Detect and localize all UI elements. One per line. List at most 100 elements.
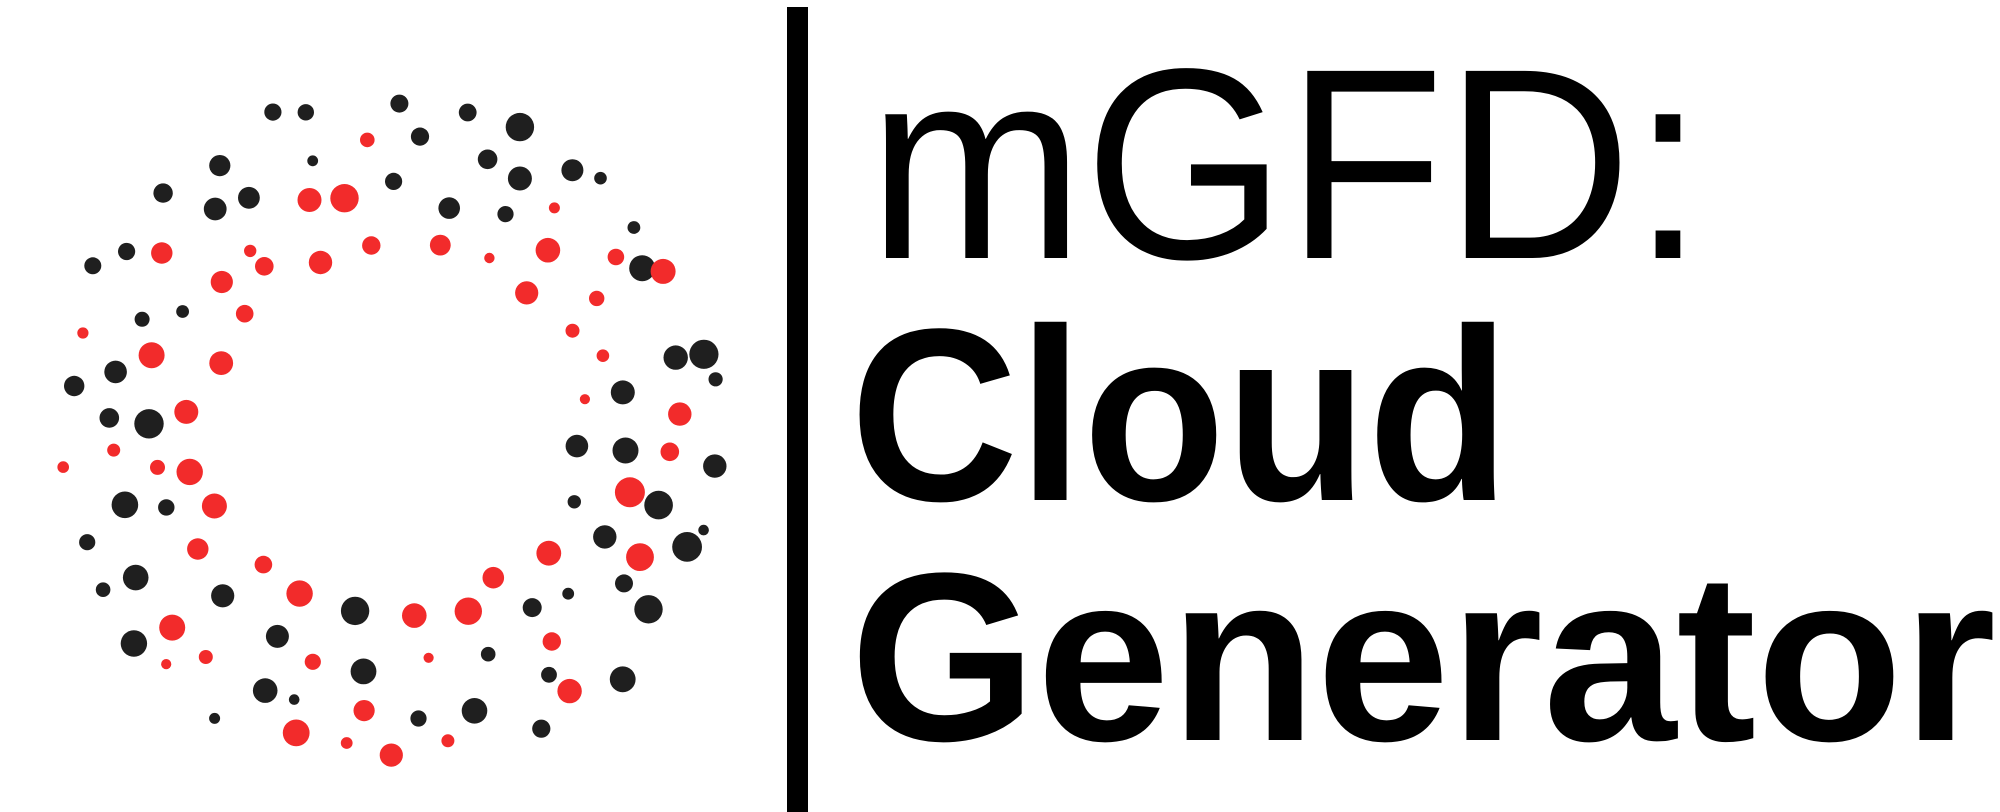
red-dot bbox=[308, 250, 333, 275]
black-dot bbox=[567, 495, 581, 509]
red-dot bbox=[209, 351, 234, 375]
red-dot bbox=[174, 399, 199, 424]
black-dot bbox=[264, 103, 282, 121]
black-dot bbox=[118, 242, 136, 261]
red-dot bbox=[304, 653, 321, 670]
black-dot bbox=[122, 564, 149, 591]
black-dot bbox=[340, 596, 370, 626]
black-dot bbox=[297, 104, 314, 121]
black-dot bbox=[609, 666, 636, 693]
black-dot bbox=[477, 149, 498, 170]
black-dot bbox=[689, 339, 719, 369]
black-dot bbox=[410, 127, 430, 146]
black-dot bbox=[104, 360, 127, 384]
black-dot bbox=[672, 532, 702, 562]
black-dot bbox=[410, 710, 427, 727]
black-dot bbox=[385, 172, 403, 190]
red-dot bbox=[607, 248, 625, 266]
red-dot bbox=[176, 458, 203, 486]
black-dot bbox=[663, 345, 688, 370]
black-dot bbox=[99, 408, 120, 428]
black-dot bbox=[265, 624, 289, 648]
red-dot bbox=[77, 327, 89, 339]
black-dot bbox=[461, 698, 488, 724]
red-dot bbox=[589, 290, 605, 307]
red-dot bbox=[596, 349, 610, 363]
red-dot bbox=[282, 719, 310, 747]
red-dot bbox=[286, 580, 313, 607]
black-dot bbox=[238, 186, 260, 209]
black-dot bbox=[134, 409, 164, 439]
red-dot bbox=[402, 603, 427, 628]
red-dot bbox=[57, 461, 69, 473]
black-dot bbox=[634, 595, 663, 624]
red-dot bbox=[198, 650, 213, 664]
red-dot bbox=[353, 700, 375, 722]
red-dot bbox=[515, 281, 539, 305]
black-dot bbox=[532, 719, 551, 738]
black-dot bbox=[610, 380, 635, 405]
black-dot bbox=[134, 311, 150, 327]
black-dot bbox=[95, 582, 111, 597]
red-dot bbox=[210, 270, 233, 294]
black-dot bbox=[458, 103, 477, 122]
red-dot bbox=[254, 257, 274, 276]
red-dot bbox=[565, 323, 580, 338]
black-dot bbox=[507, 166, 532, 191]
black-dot bbox=[79, 534, 96, 551]
logo-title-cloud: Cloud bbox=[850, 278, 1510, 553]
red-dot bbox=[579, 394, 591, 405]
red-dot bbox=[235, 304, 254, 323]
red-dot bbox=[482, 566, 505, 589]
red-dot bbox=[484, 252, 495, 264]
red-dot bbox=[454, 597, 482, 625]
black-dot bbox=[562, 587, 575, 600]
black-dot bbox=[708, 372, 723, 387]
black-dot bbox=[209, 155, 231, 177]
black-dot bbox=[390, 94, 409, 113]
red-dot bbox=[660, 442, 680, 462]
divider-bar bbox=[787, 7, 808, 812]
black-dot bbox=[703, 454, 727, 478]
black-dot bbox=[176, 305, 190, 318]
red-dot bbox=[107, 443, 121, 457]
black-dot bbox=[629, 255, 656, 282]
red-dot bbox=[548, 202, 560, 214]
black-dot bbox=[522, 598, 542, 618]
black-dot bbox=[307, 155, 319, 167]
black-dot bbox=[211, 584, 235, 608]
black-dot bbox=[84, 257, 102, 275]
black-dot bbox=[153, 183, 173, 203]
black-dot bbox=[594, 171, 607, 185]
black-dot bbox=[644, 490, 673, 520]
red-dot bbox=[138, 342, 165, 369]
red-dot bbox=[244, 244, 257, 258]
red-dot bbox=[159, 614, 186, 641]
red-dot bbox=[379, 743, 403, 767]
black-dot bbox=[120, 630, 148, 657]
black-dot bbox=[505, 112, 535, 142]
red-dot bbox=[441, 734, 455, 748]
black-dot bbox=[561, 159, 584, 182]
red-dot bbox=[614, 477, 645, 508]
black-dot bbox=[158, 499, 175, 516]
dotted-ring-icon bbox=[57, 94, 727, 767]
black-dot bbox=[593, 525, 617, 549]
black-dot bbox=[698, 524, 709, 536]
red-dot bbox=[668, 402, 692, 426]
red-dot bbox=[150, 459, 165, 475]
black-dot bbox=[63, 375, 85, 397]
black-dot bbox=[203, 197, 227, 221]
black-dot bbox=[565, 434, 589, 458]
red-dot bbox=[340, 737, 353, 749]
black-dot bbox=[438, 197, 461, 219]
black-dot bbox=[497, 206, 514, 223]
black-dot bbox=[627, 221, 641, 234]
black-dot bbox=[612, 437, 639, 464]
red-dot bbox=[626, 543, 654, 571]
red-dot bbox=[330, 184, 359, 213]
red-dot bbox=[187, 538, 209, 560]
red-dot bbox=[201, 493, 227, 519]
logo-title-generator: Generator bbox=[850, 523, 1996, 791]
